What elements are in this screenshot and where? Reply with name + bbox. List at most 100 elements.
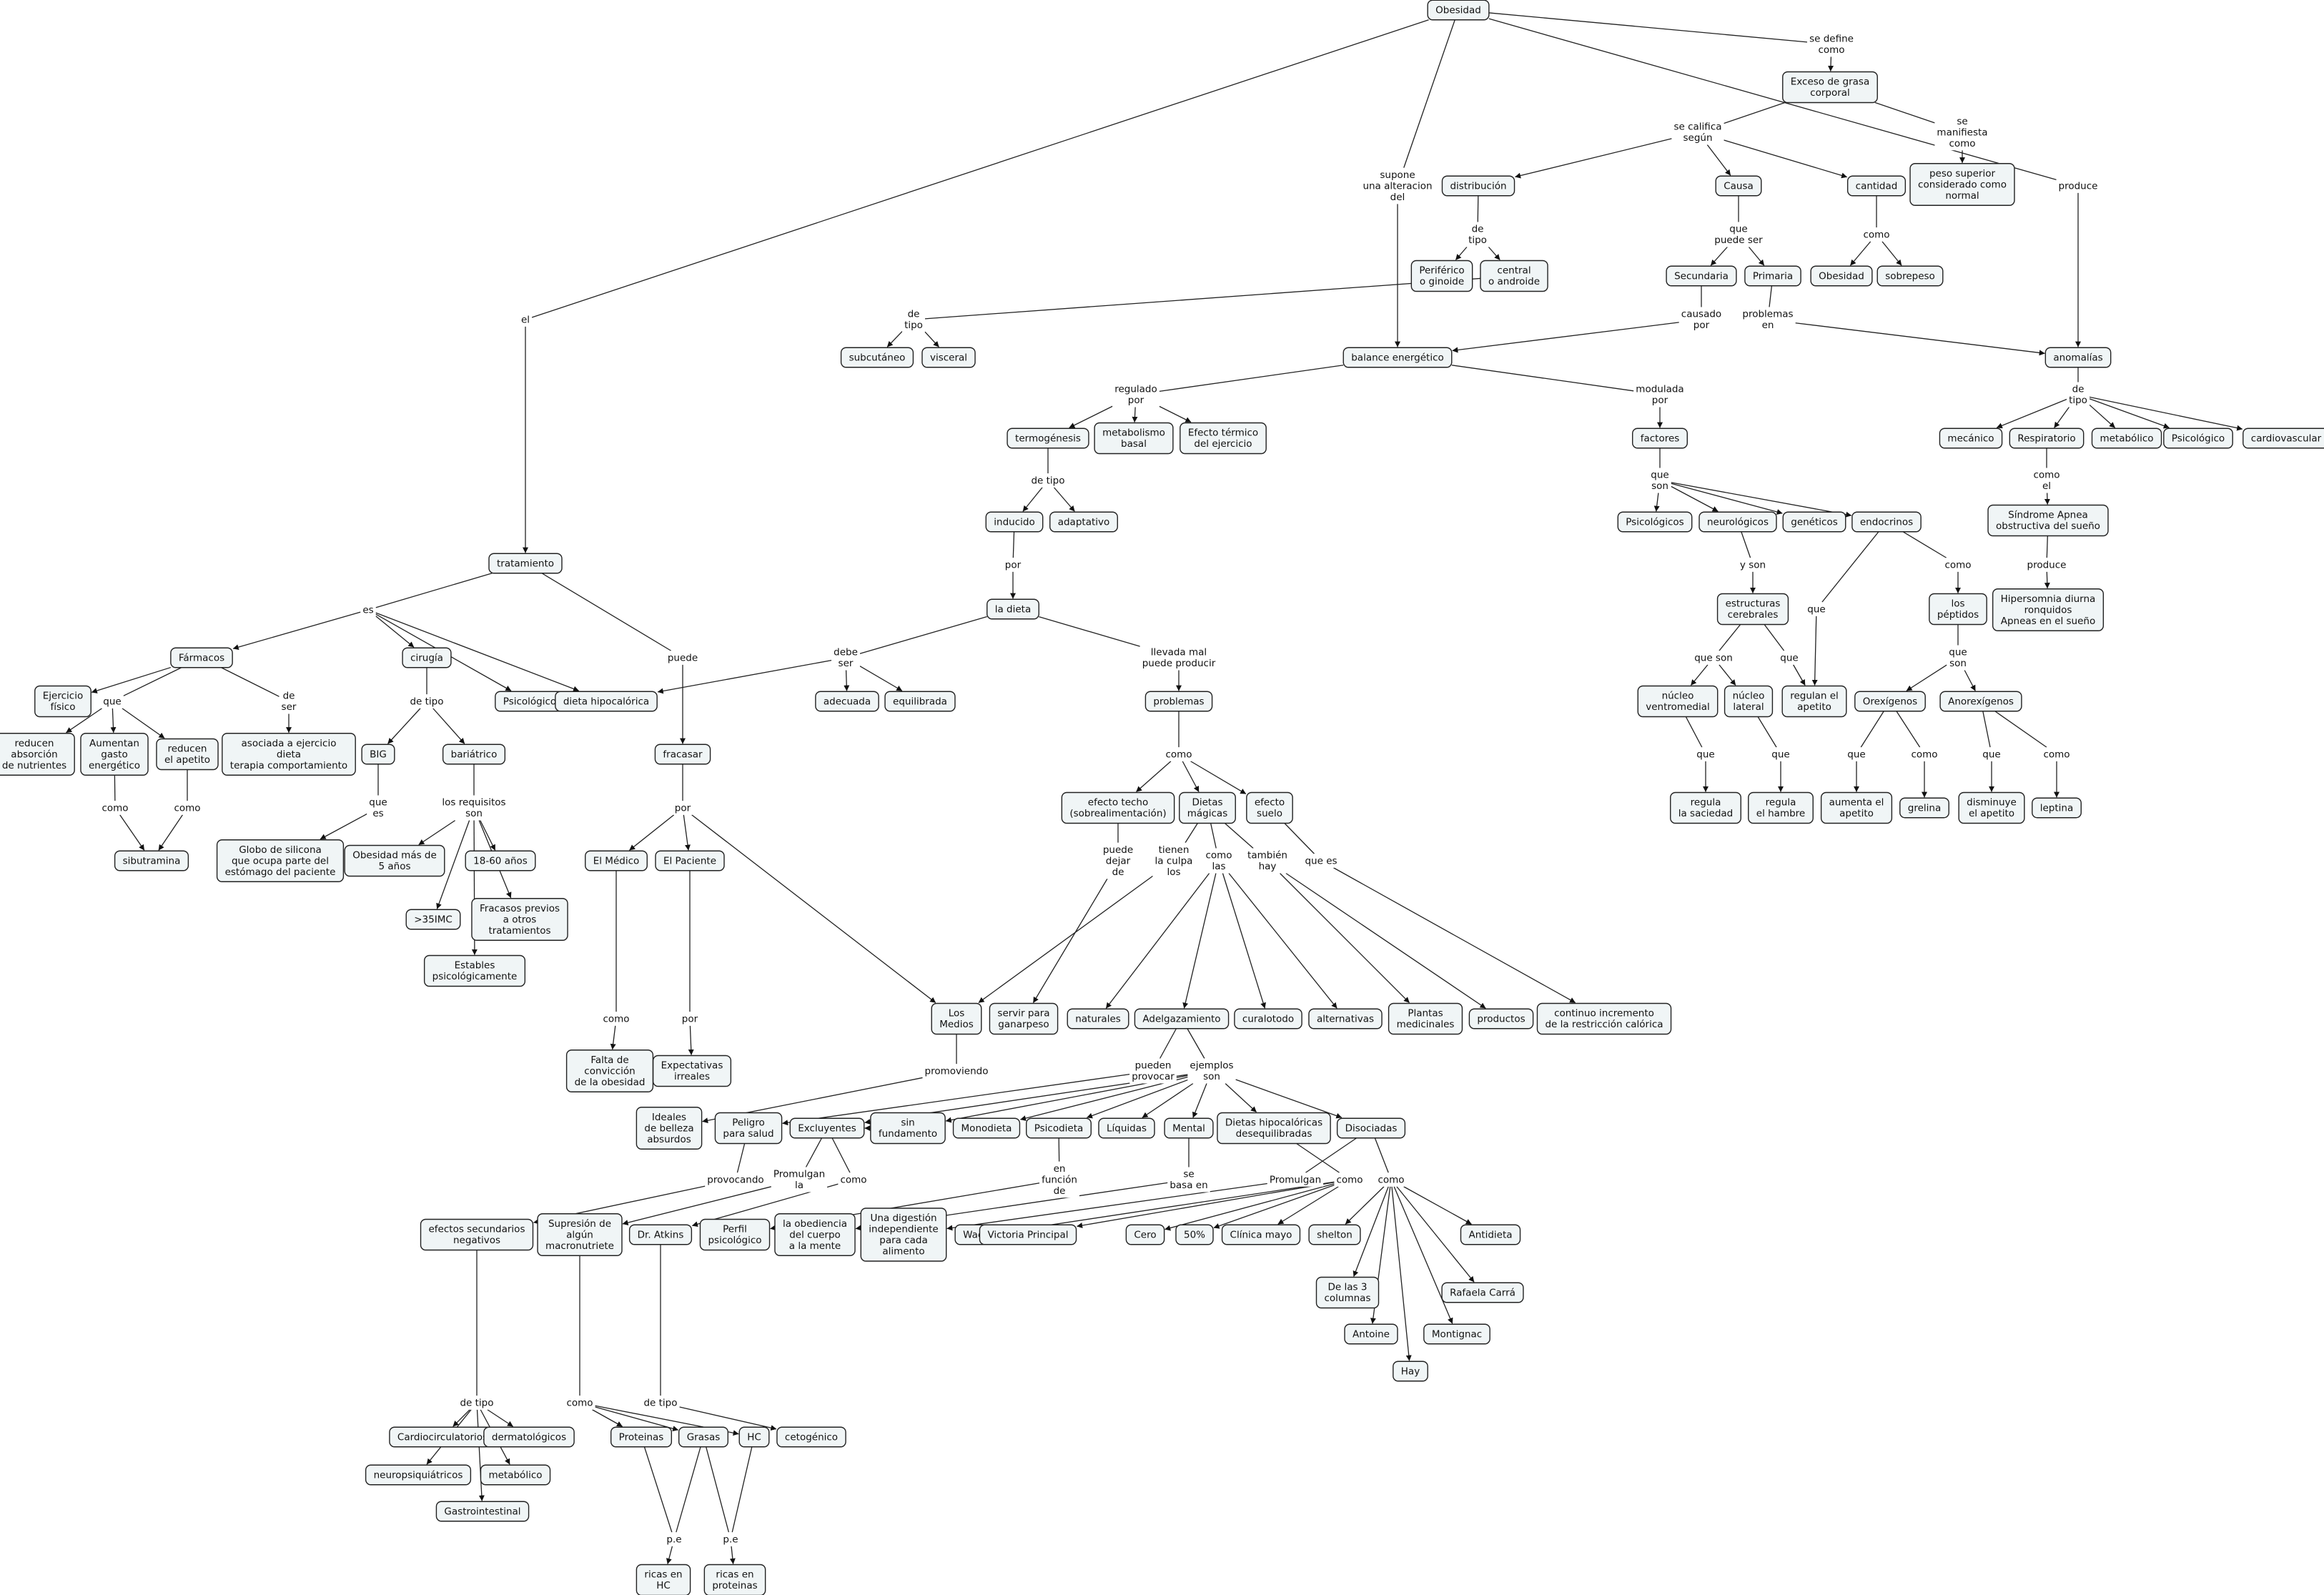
concept-grasas[interactable]: Grasas xyxy=(678,1426,729,1448)
concept-efectotecho[interactable]: efecto techo(sobrealimentación) xyxy=(1061,791,1175,824)
concept-liquidas[interactable]: Líquidas xyxy=(1098,1117,1155,1139)
concept-elpaciente[interactable]: El Paciente xyxy=(655,850,725,871)
concept-endocrinos[interactable]: endocrinos xyxy=(1851,511,1922,533)
concept-obesidad5[interactable]: Obesidad más de5 años xyxy=(344,844,445,877)
concept-cardiovascular[interactable]: cardiovascular xyxy=(2243,428,2324,449)
concept-sobrepeso[interactable]: sobrepeso xyxy=(1876,265,1944,287)
concept-anorexigenos[interactable]: Anorexígenos xyxy=(1939,691,2022,712)
concept-anomalias[interactable]: anomalías xyxy=(2044,347,2112,368)
concept-mental[interactable]: Mental xyxy=(1164,1117,1214,1139)
concept-proteinas[interactable]: Proteinas xyxy=(610,1426,673,1448)
concept-leptina[interactable]: leptina xyxy=(2032,797,2082,819)
concept-orexigenos[interactable]: Orexígenos xyxy=(1854,691,1926,712)
concept-termogenesis[interactable]: termogénesis xyxy=(1007,428,1089,449)
concept-factores[interactable]: factores xyxy=(1632,428,1688,449)
concept-excluyentes[interactable]: Excluyentes xyxy=(789,1117,865,1139)
concept-primaria[interactable]: Primaria xyxy=(1744,265,1801,287)
concept-psicologico[interactable]: Psicológico xyxy=(2163,428,2233,449)
concept-tratamiento[interactable]: tratamiento xyxy=(488,553,563,574)
concept-distribucion[interactable]: distribución xyxy=(1441,175,1515,197)
concept-adecuada[interactable]: adecuada xyxy=(815,691,879,712)
concept-sibutramina[interactable]: sibutramina xyxy=(114,850,189,871)
concept-adelgazamiento[interactable]: Adelgazamiento xyxy=(1134,1008,1230,1029)
concept-hay[interactable]: Hay xyxy=(1393,1361,1428,1382)
concept-causa[interactable]: Causa xyxy=(1715,175,1762,197)
concept-productos[interactable]: productos xyxy=(1468,1008,1534,1029)
concept-victoria[interactable]: Victoria Principal xyxy=(979,1224,1077,1245)
concept-neurologicos[interactable]: neurológicos xyxy=(1699,511,1777,533)
concept-psicologicoT[interactable]: Psicológico xyxy=(495,691,565,712)
concept-clinica[interactable]: Clínica mayo xyxy=(1221,1224,1301,1245)
concept-fracasar[interactable]: fracasar xyxy=(654,744,711,765)
concept-monodieta[interactable]: Monodieta xyxy=(952,1117,1021,1139)
concept-farmacos[interactable]: Fármacos xyxy=(170,647,233,668)
concept-rafaela[interactable]: Rafaela Carrá xyxy=(1441,1282,1524,1303)
concept-dermato[interactable]: dermatológicos xyxy=(483,1426,575,1448)
concept-cincuenta[interactable]: 50% xyxy=(1175,1224,1214,1245)
concept-gastro[interactable]: Gastrointestinal xyxy=(435,1501,530,1522)
concept-bariatrico[interactable]: bariátrico xyxy=(442,744,506,765)
concept-montignac[interactable]: Montignac xyxy=(1423,1323,1490,1345)
concept-equilibrada[interactable]: equilibrada xyxy=(884,691,956,712)
concept-adaptativo[interactable]: adaptativo xyxy=(1049,511,1118,533)
concept-cirugia[interactable]: cirugía xyxy=(402,647,452,668)
concept-psicologicos[interactable]: Psicológicos xyxy=(1617,511,1693,533)
concept-hc[interactable]: HC xyxy=(738,1426,770,1448)
concept-mecanico[interactable]: mecánico xyxy=(1939,428,2003,449)
concept-obesidad2[interactable]: Obesidad xyxy=(1810,265,1873,287)
concept-secundaria[interactable]: Secundaria xyxy=(1666,265,1737,287)
concept-cardio[interactable]: Cardiocirculatorios xyxy=(389,1426,496,1448)
concept-elmedico[interactable]: El Médico xyxy=(585,850,648,871)
concept-balance[interactable]: balance energético xyxy=(1343,347,1453,368)
concept-cetogenico[interactable]: cetogénico xyxy=(776,1426,846,1448)
concept-respiratorio[interactable]: Respiratorio xyxy=(2009,428,2085,449)
concept-shelton[interactable]: shelton xyxy=(1308,1224,1361,1245)
concept-metabolico[interactable]: metabólico xyxy=(2091,428,2162,449)
concept-cantidad[interactable]: cantidad xyxy=(1846,175,1907,197)
concept-cero[interactable]: Cero xyxy=(1125,1224,1165,1245)
concept-edad[interactable]: 18-60 años xyxy=(465,850,536,871)
concept-ladieta[interactable]: la dieta xyxy=(987,598,1039,620)
concept-problemas[interactable]: problemas xyxy=(1144,691,1213,712)
concept-grelina[interactable]: grelina xyxy=(1899,797,1949,819)
concept-visceral[interactable]: visceral xyxy=(921,347,976,368)
concept-psicodieta[interactable]: Psicodieta xyxy=(1026,1117,1092,1139)
concept-alternativas[interactable]: alternativas xyxy=(1308,1008,1383,1029)
concept-antidieta[interactable]: Antidieta xyxy=(1460,1224,1521,1245)
